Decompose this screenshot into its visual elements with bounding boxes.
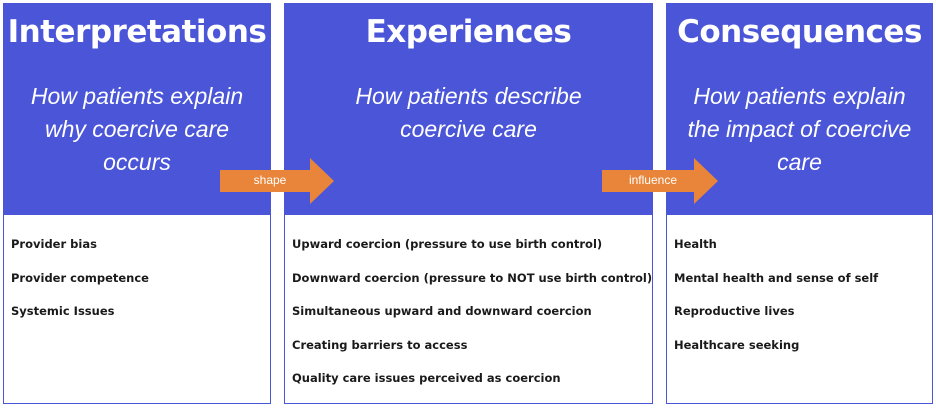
- list-item: Downward coercion (pressure to NOT use b…: [292, 270, 653, 285]
- influence-arrow-label: influence: [628, 173, 678, 187]
- list-item: Provider competence: [11, 270, 149, 285]
- arrow-right-icon: [602, 158, 718, 204]
- list-item: Health: [674, 237, 717, 251]
- experiences-title: Experiences: [365, 14, 572, 50]
- consequences-title: Consequences: [677, 14, 922, 50]
- interpretations-header: Interpretations How patients explain why…: [4, 4, 270, 215]
- shape-arrow-label: shape: [253, 173, 287, 187]
- list-item: Quality care issues perceived as coercio…: [292, 371, 561, 385]
- interpretations-subtitle: How patients explain why coercive care o…: [30, 83, 244, 175]
- interpretations-title: Interpretations: [7, 14, 267, 50]
- list-item: Provider bias: [11, 237, 97, 251]
- interpretations-panel: Interpretations How patients explain why…: [3, 3, 271, 404]
- arrow-right-icon: [220, 158, 334, 204]
- experiences-list: Upward coercion (pressure to use birth c…: [292, 236, 653, 404]
- list-item: Upward coercion (pressure to use birth c…: [292, 237, 603, 251]
- experiences-subtitle: How patients describe coercive care: [355, 83, 582, 142]
- shape-arrow: shape: [220, 158, 334, 204]
- list-item: Creating barriers to access: [292, 337, 468, 352]
- list-item: Reproductive lives: [674, 304, 795, 318]
- consequences-subtitle: How patients explain the impact of coerc…: [687, 83, 912, 175]
- list-item: Systemic Issues: [11, 304, 115, 318]
- interpretations-list: Provider bias Provider competence System…: [11, 236, 266, 337]
- list-item: Mental health and sense of self: [674, 270, 879, 285]
- list-item: Simultaneous upward and downward coercio…: [292, 304, 592, 318]
- influence-arrow: influence: [602, 158, 718, 204]
- consequences-panel: Consequences How patients explain the im…: [666, 3, 933, 404]
- experiences-panel: Experiences How patients describe coerci…: [284, 3, 653, 404]
- experiences-header: Experiences How patients describe coerci…: [285, 4, 652, 215]
- list-item: Healthcare seeking: [674, 337, 800, 352]
- consequences-list: Health Mental health and sense of self R…: [674, 236, 928, 370]
